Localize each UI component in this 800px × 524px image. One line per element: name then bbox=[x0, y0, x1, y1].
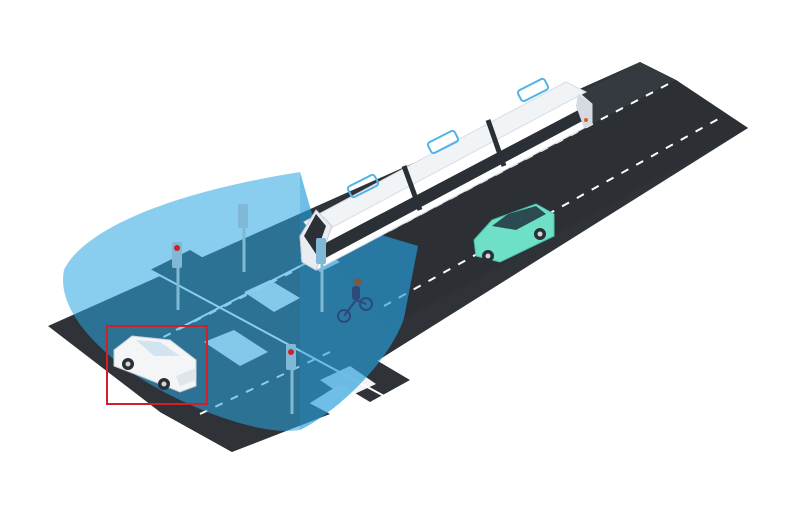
detection-box bbox=[106, 325, 208, 405]
car-lane-strip bbox=[330, 80, 748, 330]
white-car bbox=[113, 335, 197, 393]
traffic-light-icon bbox=[172, 204, 326, 414]
tram-icon bbox=[299, 77, 593, 271]
bicycle-icon bbox=[337, 278, 373, 323]
teal-car bbox=[473, 203, 555, 263]
